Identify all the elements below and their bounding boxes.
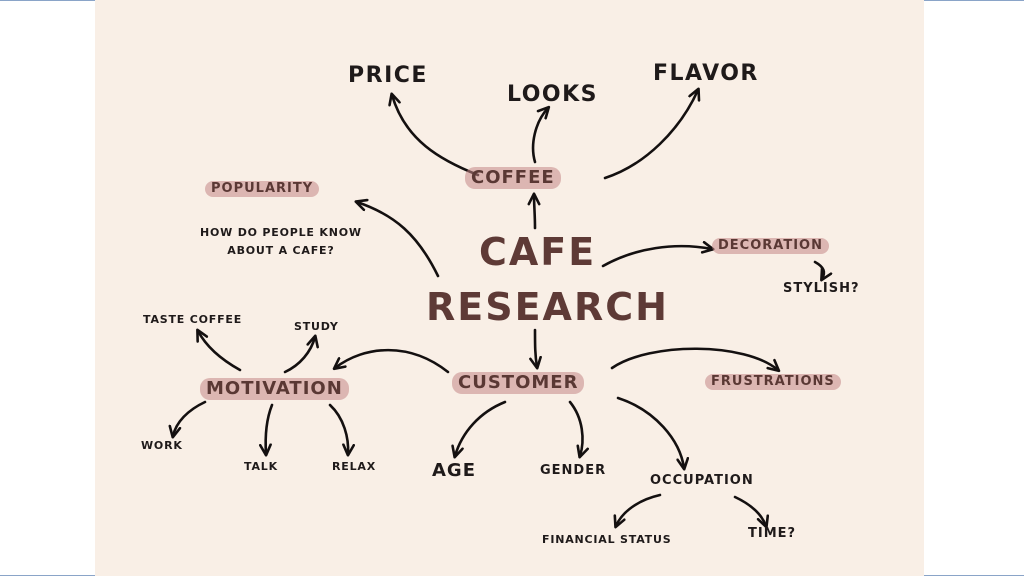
node-time: TIME?	[748, 526, 797, 541]
arrow-motivation-to-talk	[258, 403, 274, 457]
arrow-center-to-decoration	[601, 240, 715, 268]
node-stylish: STYLISH?	[783, 281, 860, 296]
arrow-decoration-to-stylish	[813, 260, 833, 282]
node-decoration: DECORATION	[712, 238, 829, 255]
node-study: STUDY	[294, 320, 339, 333]
arrow-center-to-coffee	[527, 192, 541, 230]
node-age: AGE	[432, 460, 477, 481]
arrow-motivation-to-study	[283, 334, 319, 374]
node-frustrations: FRUSTRATIONS	[705, 374, 841, 391]
node-customer: CUSTOMER	[452, 372, 585, 394]
arrow-motivation-to-relax	[328, 403, 356, 457]
note-popularity: HOW DO PEOPLE KNOW ABOUT A CAFE?	[200, 226, 362, 257]
node-work: WORK	[141, 439, 183, 452]
node-gender: GENDER	[540, 463, 607, 478]
arrow-customer-to-motivation	[332, 348, 450, 374]
node-motivation: MOTIVATION	[200, 378, 349, 400]
node-flavor: FLAVOR	[653, 61, 759, 86]
node-relax: RELAX	[332, 460, 376, 473]
node-taste-coffee: TASTE COFFEE	[143, 313, 243, 326]
center-title-line2: RESEARCH	[426, 285, 669, 329]
node-financial-status: FINANCIAL STATUS	[542, 533, 672, 546]
arrow-center-to-customer	[529, 328, 542, 370]
arrow-customer-to-gender	[568, 400, 589, 459]
arrow-customer-to-age	[451, 400, 507, 459]
arrow-customer-to-frustrations	[610, 347, 781, 373]
slide-background	[95, 0, 924, 576]
node-occupation: OCCUPATION	[650, 473, 754, 488]
arrow-center-to-popularity	[354, 198, 440, 278]
node-popularity: POPULARITY	[205, 181, 320, 198]
arrow-occupation-to-financial	[613, 493, 662, 529]
arrow-coffee-to-looks	[531, 105, 551, 164]
arrow-motivation-to-work	[168, 400, 207, 439]
center-title-line1: CAFE	[479, 230, 597, 274]
node-price: PRICE	[348, 63, 428, 88]
arrow-occupation-to-time	[733, 495, 770, 529]
node-coffee: COFFEE	[465, 167, 561, 189]
arrow-motivation-to-taste	[196, 328, 242, 372]
corner-line	[924, 0, 1024, 1]
arrow-coffee-to-price	[388, 92, 480, 177]
node-talk: TALK	[244, 460, 278, 473]
arrow-customer-to-occupation	[616, 396, 690, 471]
arrow-coffee-to-flavor	[603, 87, 701, 180]
corner-line	[0, 0, 95, 1]
node-looks: LOOKS	[507, 82, 599, 107]
